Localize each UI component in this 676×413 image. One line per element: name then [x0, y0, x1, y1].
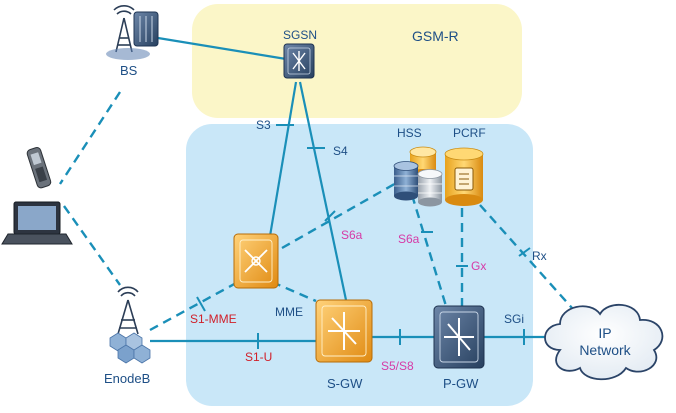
pgw-node [433, 305, 485, 369]
gx-interface-label: Gx [471, 259, 487, 273]
enodeb-hexagon-base-icon [109, 332, 151, 364]
mme-router-icon [233, 233, 279, 289]
sgsn-mme-link-s3 [268, 81, 298, 237]
mobile-phone-icon [26, 147, 52, 189]
bs-node [106, 5, 159, 60]
pcrf-ipnetwork-link-rx [479, 204, 573, 309]
terminal-enodeb-radio-link [63, 205, 121, 286]
s3-interface-label: S3 [256, 118, 271, 132]
sgsn-node [283, 43, 315, 79]
mme-hss-link [281, 180, 399, 250]
dashed-links [58, 91, 573, 332]
mme-sgw-link [271, 280, 317, 303]
laptop-icon [1, 201, 73, 245]
pgw-label: P-GW [443, 376, 479, 391]
dashed-ticks [196, 210, 531, 312]
mme-node [233, 233, 279, 289]
enodeb-node [109, 286, 151, 364]
hss-label: HSS [397, 126, 422, 140]
enodeb-mme-link-s1mme [149, 280, 239, 332]
pgw-router-icon [433, 305, 485, 369]
rx-interface-label: Rx [532, 249, 547, 263]
interface-ticks [257, 124, 525, 349]
terminals [1, 147, 73, 245]
s1-u-interface-label: S1-U [245, 350, 273, 364]
s5-s8-interface-label: S5/S8 [381, 359, 414, 373]
pcrf-label: PCRF [453, 126, 486, 140]
hss-database-icon [393, 146, 443, 207]
bs-tower-icon [113, 5, 135, 53]
hss-node [393, 146, 443, 207]
bs-label: BS [120, 63, 138, 78]
gsm-r-domain-label: GSM-R [412, 28, 459, 44]
pcrf-server-icon [444, 147, 484, 206]
pcrf-node [444, 147, 484, 206]
mme-label: MME [275, 305, 303, 319]
solid-links [150, 36, 552, 343]
bs-sgsn-link [157, 36, 287, 61]
s6a-interface-label-mme: S6a [341, 228, 363, 242]
gsm-r-area [192, 4, 522, 118]
ip-network-cloud-icon [544, 303, 664, 381]
sgw-label: S-GW [327, 376, 363, 391]
enodeb-label: EnodeB [104, 371, 151, 386]
bs-terminal-radio-link [58, 91, 122, 185]
sgw-router-icon [315, 299, 373, 363]
enodeb-tower-icon [117, 286, 139, 335]
ip-network-label-line1: IP [598, 325, 612, 341]
sgsn-label: SGSN [283, 28, 318, 42]
s4-interface-label: S4 [333, 144, 348, 158]
hss-pgw-link-s6a [410, 194, 448, 307]
s6a-interface-label-pgw: S6a [398, 232, 420, 246]
sgsn-sgw-link-s4 [298, 81, 348, 301]
sgi-interface-label: SGi [504, 312, 525, 326]
ip-network-label-line2: Network [579, 342, 631, 358]
sgw-node [315, 299, 373, 363]
s1-mme-interface-label: S1-MME [190, 312, 237, 326]
